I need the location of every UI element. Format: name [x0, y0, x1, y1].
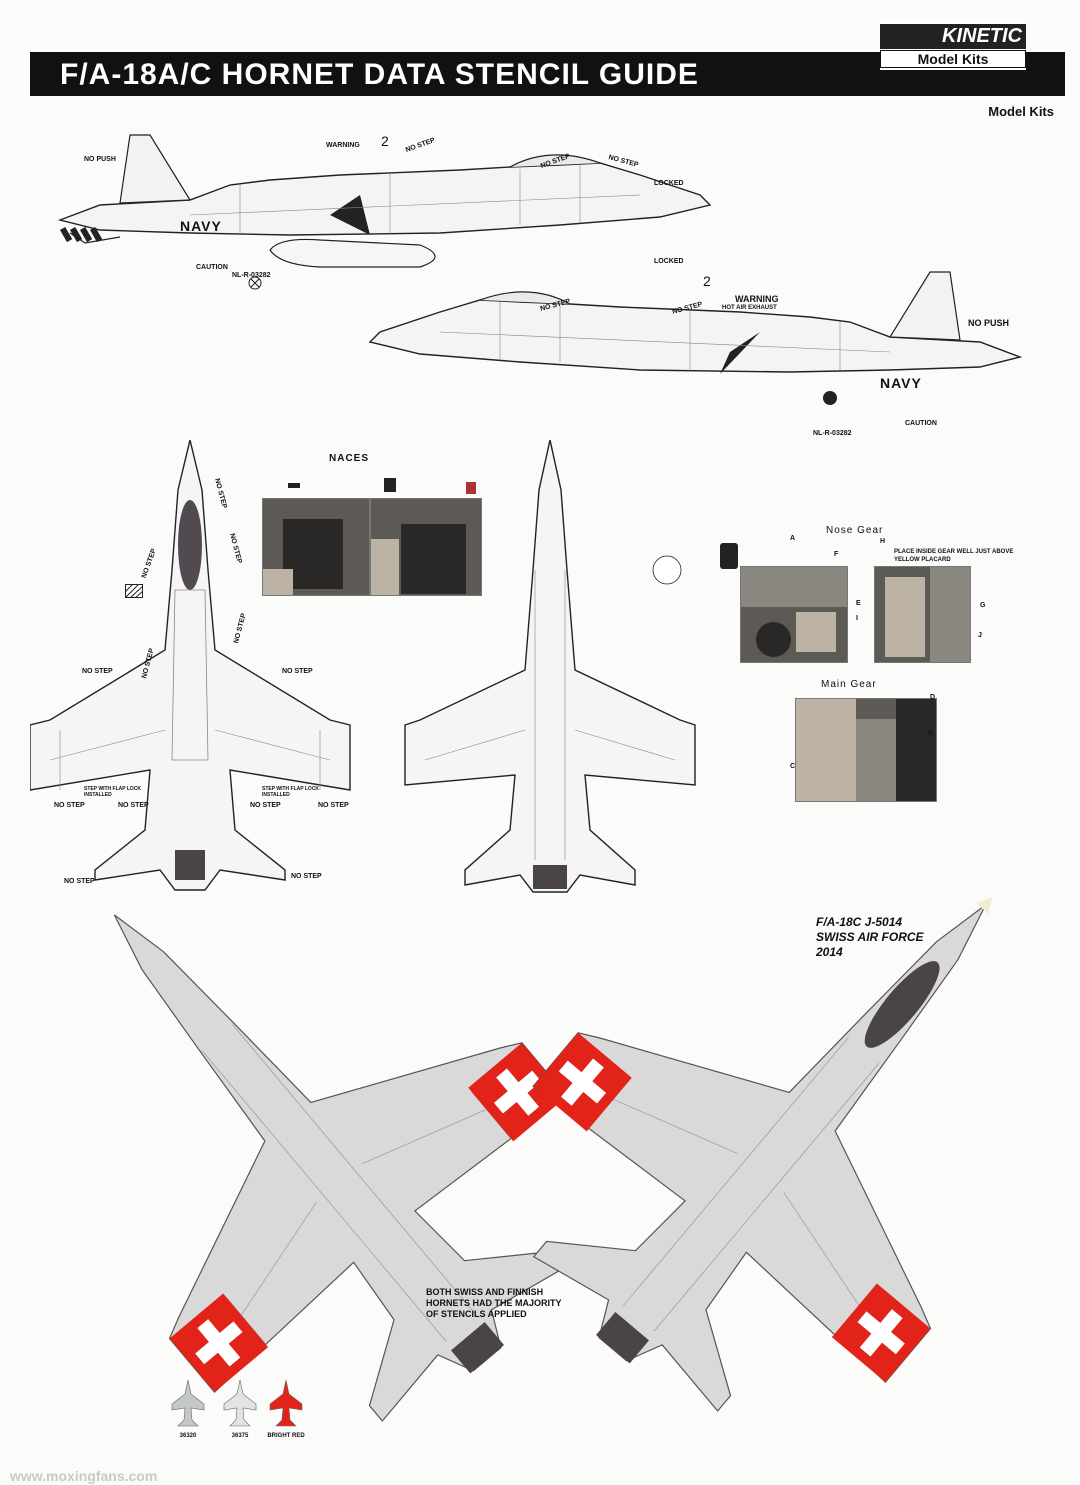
- swiss-unit: SWISS AIR FORCE: [816, 930, 924, 944]
- nose-gear-letter-h: H: [880, 538, 886, 545]
- step-with-flap-left: STEP WITH FLAP LOCK INSTALLED: [84, 786, 142, 798]
- nose-gear-note: PLACE INSIDE GEAR WELL JUST ABOVE YELLOW…: [894, 549, 1014, 563]
- no-step-top-8: NO STEP: [54, 802, 85, 809]
- nose-gear-photo-1: [740, 566, 848, 663]
- nose-gear-letter-f: F: [834, 551, 839, 558]
- main-gear-letter-c: C: [790, 763, 796, 770]
- locked-label-1b: LOCKED: [654, 258, 684, 265]
- swatch-silhouette-3: [269, 1380, 303, 1427]
- naces-title: NACES: [329, 453, 370, 464]
- naces-photo-right: [370, 498, 482, 596]
- naces-decal-b: [384, 478, 396, 492]
- step-with-flap-right: STEP WITH FLAP LOCK INSTALLED: [262, 786, 320, 798]
- nose-gear-letter-j: J: [978, 632, 982, 639]
- locked-label-1a: LOCKED: [654, 180, 684, 187]
- nose-gear-decal: [720, 543, 738, 569]
- side-view-aircraft-2: [368, 271, 1023, 405]
- no-step-top-10: NO STEP: [250, 802, 281, 809]
- brand-subtitle: Model Kits: [880, 50, 1026, 68]
- nose-gear-letter-i: I: [856, 615, 858, 622]
- no-step-top-13: NO STEP: [291, 873, 322, 880]
- nose-gear-title: Nose Gear: [826, 525, 884, 536]
- warning-sub-label-2: HOT AIR EXHAUST: [722, 305, 777, 311]
- main-gear-title: Main Gear: [821, 679, 877, 690]
- swiss-designation: F/A-18C J-5014: [816, 915, 903, 929]
- caution-label-2: CAUTION: [905, 420, 937, 427]
- swiss-stencil-note: BOTH SWISS AND FINNISH HORNETS HAD THE M…: [426, 1287, 562, 1319]
- main-gear-letter-d: D: [930, 694, 936, 701]
- naces-decal-a: [288, 483, 300, 488]
- main-gear-letter-b: B: [928, 730, 934, 737]
- swatch-silhouette-2: [223, 1380, 257, 1427]
- no-step-top-11: NO STEP: [318, 802, 349, 809]
- step-number-1: 2: [381, 133, 389, 149]
- no-step-top-6: NO STEP: [82, 668, 113, 675]
- serial-label-2: NL-R-03282: [813, 430, 852, 437]
- navy-marking-1: NAVY: [180, 218, 222, 234]
- nose-gear-letter-e: E: [856, 600, 861, 607]
- swiss-hornet-top-view: [532, 897, 993, 1412]
- main-gear-photo: [795, 698, 937, 802]
- nose-gear-photo-2: [874, 566, 971, 663]
- brand-name: KINETIC: [880, 24, 1026, 49]
- warning-label-1: WARNING: [326, 142, 360, 149]
- serial-label-1: NL-R-03282: [232, 272, 271, 279]
- top-view-aircraft: [30, 439, 351, 891]
- swiss-hornet-bottom-view: [113, 914, 568, 1422]
- page-title: F/A-18A/C HORNET DATA STENCIL GUIDE: [60, 58, 699, 91]
- naces-photo-left: [262, 498, 370, 596]
- no-step-top-12: NO STEP: [64, 878, 95, 885]
- no-step-top-9: NO STEP: [118, 802, 149, 809]
- model-kits-label: Model Kits: [988, 104, 1054, 119]
- swatch-label-2: 36375: [231, 1433, 249, 1439]
- caution-label-1: CAUTION: [196, 264, 228, 271]
- naces-decal-c: [466, 482, 476, 494]
- navy-marking-2: NAVY: [880, 375, 922, 391]
- swatch-label-3: BRIGHT RED: [267, 1433, 305, 1439]
- no-push-label-1: NO PUSH: [84, 156, 116, 163]
- no-step-top-7: NO STEP: [282, 668, 313, 675]
- step-number-2: 2: [703, 273, 711, 289]
- swatch-label-1: 36320: [179, 1433, 197, 1439]
- swiss-year: 2014: [816, 945, 843, 959]
- nose-gear-letter-g: G: [980, 602, 986, 609]
- watermark: www.moxingfans.com: [10, 1468, 158, 1484]
- side-view-aircraft-1: [57, 134, 712, 290]
- nose-gear-letter-a: A: [790, 535, 796, 542]
- swatch-silhouette-1: [171, 1380, 205, 1427]
- bottom-view-aircraft: [404, 439, 696, 893]
- hazard-stripe-icon: [125, 584, 143, 598]
- warning-label-2: WARNING: [735, 294, 779, 304]
- no-push-label-2: NO PUSH: [968, 318, 1010, 328]
